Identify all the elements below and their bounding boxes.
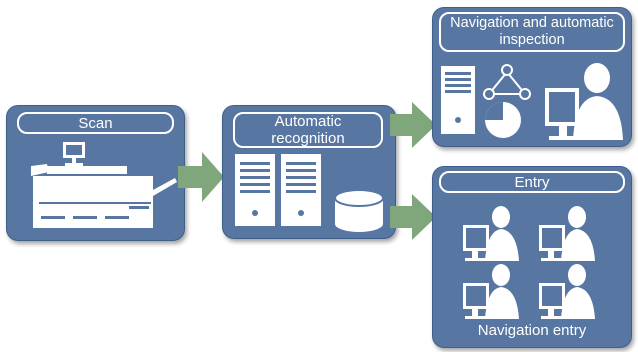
scanner-icon [31, 142, 177, 228]
recognition-title: Automatic recognition [233, 112, 383, 148]
operator-icon [539, 206, 595, 261]
server-icon [235, 154, 275, 226]
recognition-panel: Automatic recognition [222, 105, 396, 239]
arrow-recognition-to-inspection [390, 102, 436, 148]
operator-icon [539, 264, 595, 319]
arrow-scan-to-recognition [178, 152, 224, 202]
entry-title-text: Entry [514, 173, 550, 191]
entry-title: Entry [439, 171, 625, 193]
entry-footer-label: Navigation entry [477, 322, 587, 339]
pie-chart-icon [485, 102, 521, 138]
scan-title: Scan [17, 112, 174, 134]
inspection-title: Navigation and automatic inspection [439, 12, 625, 52]
arrow-recognition-to-entry [390, 194, 436, 240]
operator-icon [463, 264, 519, 319]
inspection-panel: Navigation and automatic inspection [432, 7, 632, 147]
entry-art [463, 206, 595, 319]
inspection-title-text: Navigation and automatic inspection [450, 15, 614, 48]
operator-icon [545, 63, 623, 140]
scan-title-text: Scan [78, 114, 113, 132]
inspection-art [441, 63, 623, 140]
scan-panel: Scan [6, 105, 185, 241]
operator-icon [463, 206, 519, 261]
server-icon [441, 66, 475, 134]
entry-panel: Entry Navigation entry [432, 166, 632, 348]
recognition-art [235, 154, 384, 232]
network-icon [483, 64, 531, 100]
database-icon [334, 189, 384, 232]
server-icon [281, 154, 321, 226]
recognition-title-text: Automatic recognition [271, 113, 345, 147]
